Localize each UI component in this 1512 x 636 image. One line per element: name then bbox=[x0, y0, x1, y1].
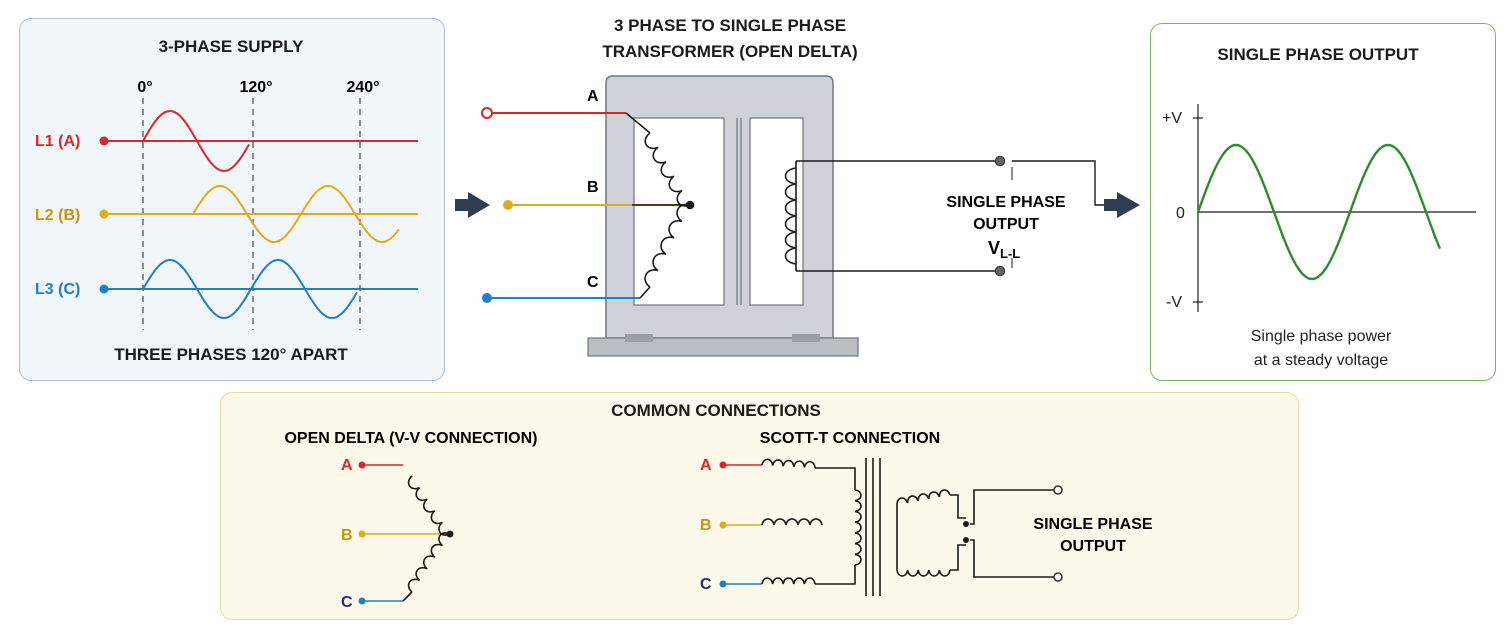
l2-label: L2 (B) bbox=[35, 207, 80, 224]
output-caption-line2: at a steady voltage bbox=[1254, 352, 1388, 369]
transformer-title-line1: 3 PHASE TO SINGLE PHASE bbox=[614, 16, 846, 35]
supply-title: 3-PHASE SUPPLY bbox=[159, 37, 305, 56]
open-delta-b-label: B bbox=[341, 527, 353, 544]
single-phase-output-panel bbox=[1150, 23, 1496, 381]
three-phase-supply-panel bbox=[19, 18, 445, 381]
terminal-c-label: C bbox=[587, 274, 599, 291]
scott-t-output-line1: SINGLE PHASE bbox=[1033, 516, 1152, 533]
scott-t-b-label: B bbox=[700, 517, 712, 534]
open-delta-c-label: C bbox=[341, 594, 353, 611]
common-connections-panel bbox=[220, 392, 1299, 620]
primary-winding bbox=[625, 112, 695, 299]
scott-t-output-line2: OUTPUT bbox=[1060, 538, 1126, 555]
l3-label: L3 (C) bbox=[35, 281, 80, 298]
scott-t-c-label: C bbox=[700, 576, 712, 593]
open-delta-schematic bbox=[358, 461, 454, 605]
output-waveform bbox=[1196, 143, 1442, 281]
scott-t-schematic bbox=[719, 458, 1063, 596]
terminal-b-label: B bbox=[587, 179, 599, 196]
angle-0-label: 0° bbox=[137, 79, 152, 96]
input-arrow-icon bbox=[455, 192, 490, 218]
transformer-title-line2: TRANSFORMER (OPEN DELTA) bbox=[602, 42, 857, 61]
axis-minus-v-label: -V bbox=[1166, 294, 1182, 311]
open-delta-a-label: A bbox=[341, 457, 353, 474]
transformer-core bbox=[587, 75, 859, 357]
axis-plus-v-label: +V bbox=[1162, 110, 1182, 127]
output-caption-line1: Single phase power bbox=[1251, 328, 1392, 345]
output-arrow-icon bbox=[1104, 192, 1140, 218]
voltage-label: VL-L bbox=[988, 238, 1020, 261]
output-title: SINGLE PHASE OUTPUT bbox=[1217, 45, 1419, 64]
scott-t-a-label: A bbox=[700, 457, 712, 474]
transformer-output-label-line2: OUTPUT bbox=[973, 216, 1039, 233]
l1-label: L1 (A) bbox=[35, 133, 80, 150]
scott-t-title: SCOTT-T CONNECTION bbox=[760, 430, 940, 447]
axis-zero-label: 0 bbox=[1176, 205, 1185, 222]
l2-waveform bbox=[99, 185, 418, 243]
output-axes bbox=[1193, 104, 1476, 312]
open-delta-title: OPEN DELTA (V-V CONNECTION) bbox=[284, 430, 537, 447]
l3-waveform bbox=[99, 259, 418, 319]
secondary-winding bbox=[784, 155, 1108, 277]
angle-120-label: 120° bbox=[239, 79, 272, 96]
supply-caption: THREE PHASES 120° APART bbox=[114, 345, 348, 364]
common-title: COMMON CONNECTIONS bbox=[611, 401, 821, 420]
transformer-output-label-line1: SINGLE PHASE bbox=[946, 194, 1065, 211]
l1-waveform bbox=[99, 110, 418, 172]
angle-240-label: 240° bbox=[346, 79, 379, 96]
terminal-a-label: A bbox=[587, 88, 599, 105]
